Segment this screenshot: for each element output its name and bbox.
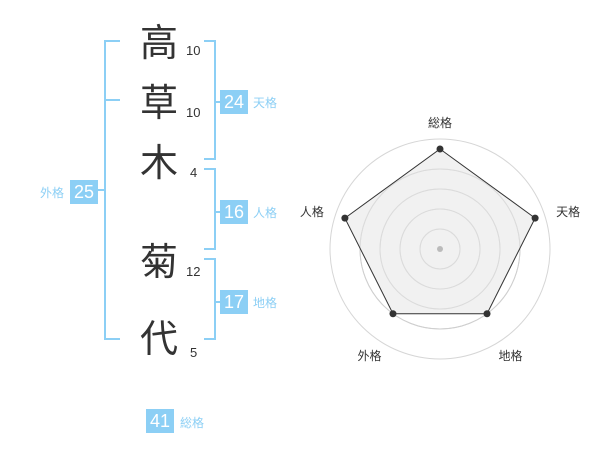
tenkaku-connector — [214, 101, 220, 103]
soukaku-value: 41 — [146, 409, 174, 433]
stroke-count-5: 5 — [190, 345, 198, 360]
radar-point — [341, 214, 349, 222]
radar-axis-label: 地格 — [499, 348, 523, 363]
radar-point — [483, 310, 491, 318]
gaikaku-bracket-tick — [104, 99, 120, 101]
radar-point — [531, 214, 539, 222]
radar-point — [436, 145, 444, 153]
stroke-count-3: 4 — [190, 165, 198, 180]
radar-axis-label: 天格 — [556, 204, 580, 219]
jinkaku-value: 16 — [220, 200, 248, 224]
radar-axis-label: 外格 — [357, 348, 381, 363]
jinkaku-bracket — [204, 168, 216, 250]
radar-polygon — [344, 148, 536, 315]
chikaku-label: 地格 — [253, 296, 278, 310]
soukaku-label: 総格 — [180, 416, 205, 430]
name-char-5: 代 — [140, 317, 179, 361]
radar-axis-label: 人格 — [300, 204, 324, 219]
name-char-2: 草 — [140, 81, 179, 125]
radar-points — [341, 145, 539, 318]
stroke-count-4: 12 — [186, 264, 201, 279]
stroke-count-2: 10 — [186, 105, 201, 120]
tenkaku-label: 天格 — [253, 96, 278, 110]
stroke-count-1: 10 — [186, 43, 201, 58]
chikaku-bracket — [204, 258, 216, 340]
radar-axis-label: 総格 — [428, 115, 452, 130]
gaikaku-connector — [96, 189, 104, 191]
tenkaku-value: 24 — [220, 90, 248, 114]
name-char-1: 高 — [140, 21, 179, 65]
chikaku-value: 17 — [220, 290, 248, 314]
tenkaku-bracket — [204, 40, 216, 160]
gaikaku-bracket — [104, 40, 120, 340]
jinkaku-connector — [214, 211, 220, 213]
gaikaku-value: 25 — [70, 180, 98, 204]
chikaku-connector — [214, 301, 220, 303]
jinkaku-label: 人格 — [253, 206, 278, 220]
name-char-3: 木 — [140, 141, 179, 185]
name-char-4: 菊 — [140, 240, 179, 284]
radar-center-dot — [437, 246, 443, 252]
radar-point — [389, 310, 397, 318]
gaikaku-label: 外格 — [40, 186, 65, 200]
